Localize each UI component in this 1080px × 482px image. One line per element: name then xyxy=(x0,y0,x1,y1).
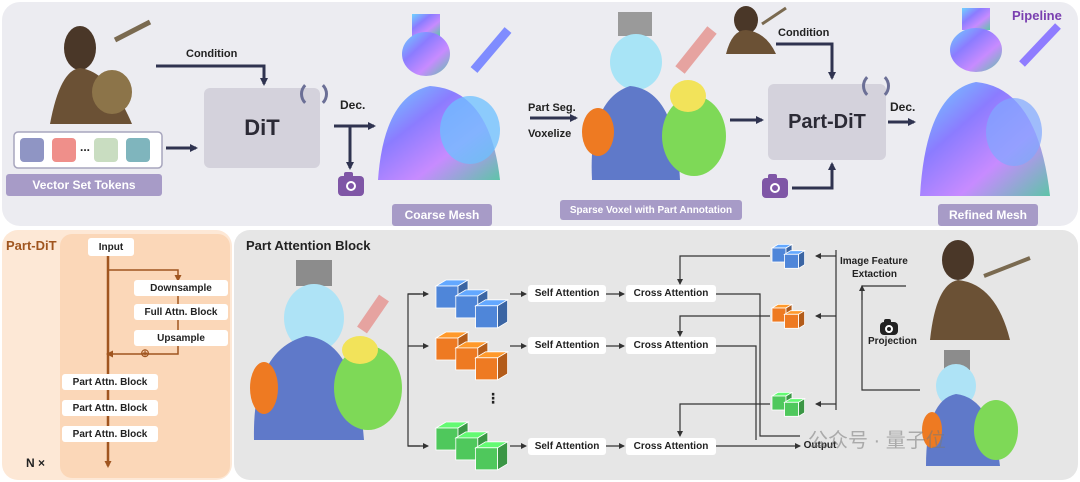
cross-attention-2: Cross Attention xyxy=(626,337,716,354)
vector-set-tokens-label: Vector Set Tokens xyxy=(6,174,162,196)
input-block: Input xyxy=(88,238,134,256)
downsample-block: Downsample xyxy=(134,280,228,296)
pipeline-panel xyxy=(2,2,1078,226)
cross-attention-3: Cross Attention xyxy=(626,438,716,455)
self-attention-1: Self Attention xyxy=(528,285,606,302)
camera-icon-2 xyxy=(762,174,788,198)
voxelize-label: Voxelize xyxy=(528,128,572,140)
part-dit-title: Part-DiT xyxy=(6,238,57,253)
part-attn-block-3: Part Attn. Block xyxy=(62,426,158,442)
refined-mesh-label: Refined Mesh xyxy=(938,204,1038,226)
token-ellipsis: ... xyxy=(80,140,91,154)
token-2 xyxy=(52,138,76,162)
token-4 xyxy=(126,138,150,162)
part-attention-block-title: Part Attention Block xyxy=(246,238,371,253)
dit-box: DiT xyxy=(204,88,320,168)
condition-label-2: Condition xyxy=(778,27,830,39)
image-feature-label: Image Feature xyxy=(840,256,908,267)
cross-attention-1: Cross Attention xyxy=(626,285,716,302)
token-1 xyxy=(20,138,44,162)
output-block: Output xyxy=(803,439,837,451)
camera-icon-1 xyxy=(338,172,364,196)
watermark: 公众号 · 量子位 xyxy=(808,430,946,452)
rows-ellipsis: ⋮ xyxy=(486,390,500,406)
sparse-voxel-label: Sparse Voxel with Part Annotation xyxy=(560,200,742,220)
dec-label-1: Dec. xyxy=(340,98,366,112)
part-seg-label: Part Seg. xyxy=(528,102,576,114)
part-attn-block-1: Part Attn. Block xyxy=(62,374,158,390)
self-attention-2: Self Attention xyxy=(528,337,606,354)
part-attn-block-2: Part Attn. Block xyxy=(62,400,158,416)
full-attn-block: Full Attn. Block xyxy=(134,304,228,320)
token-3 xyxy=(94,138,118,162)
repeat-label: N × xyxy=(26,456,46,470)
camera-icon-3 xyxy=(880,319,898,335)
condition-label-1: Condition xyxy=(186,48,238,60)
coarse-mesh-label: Coarse Mesh xyxy=(392,204,492,226)
projection-label: Projection xyxy=(868,336,917,347)
dec-label-2: Dec. xyxy=(890,100,916,114)
refresh-icon-2 xyxy=(862,72,890,100)
self-attention-3: Self Attention xyxy=(528,438,606,455)
pipeline-label: Pipeline xyxy=(1012,8,1062,23)
plus-icon: ⊕ xyxy=(140,346,151,360)
upsample-block: Upsample xyxy=(134,330,228,346)
refresh-icon-1 xyxy=(300,80,328,108)
extraction-label: Extaction xyxy=(852,269,898,280)
